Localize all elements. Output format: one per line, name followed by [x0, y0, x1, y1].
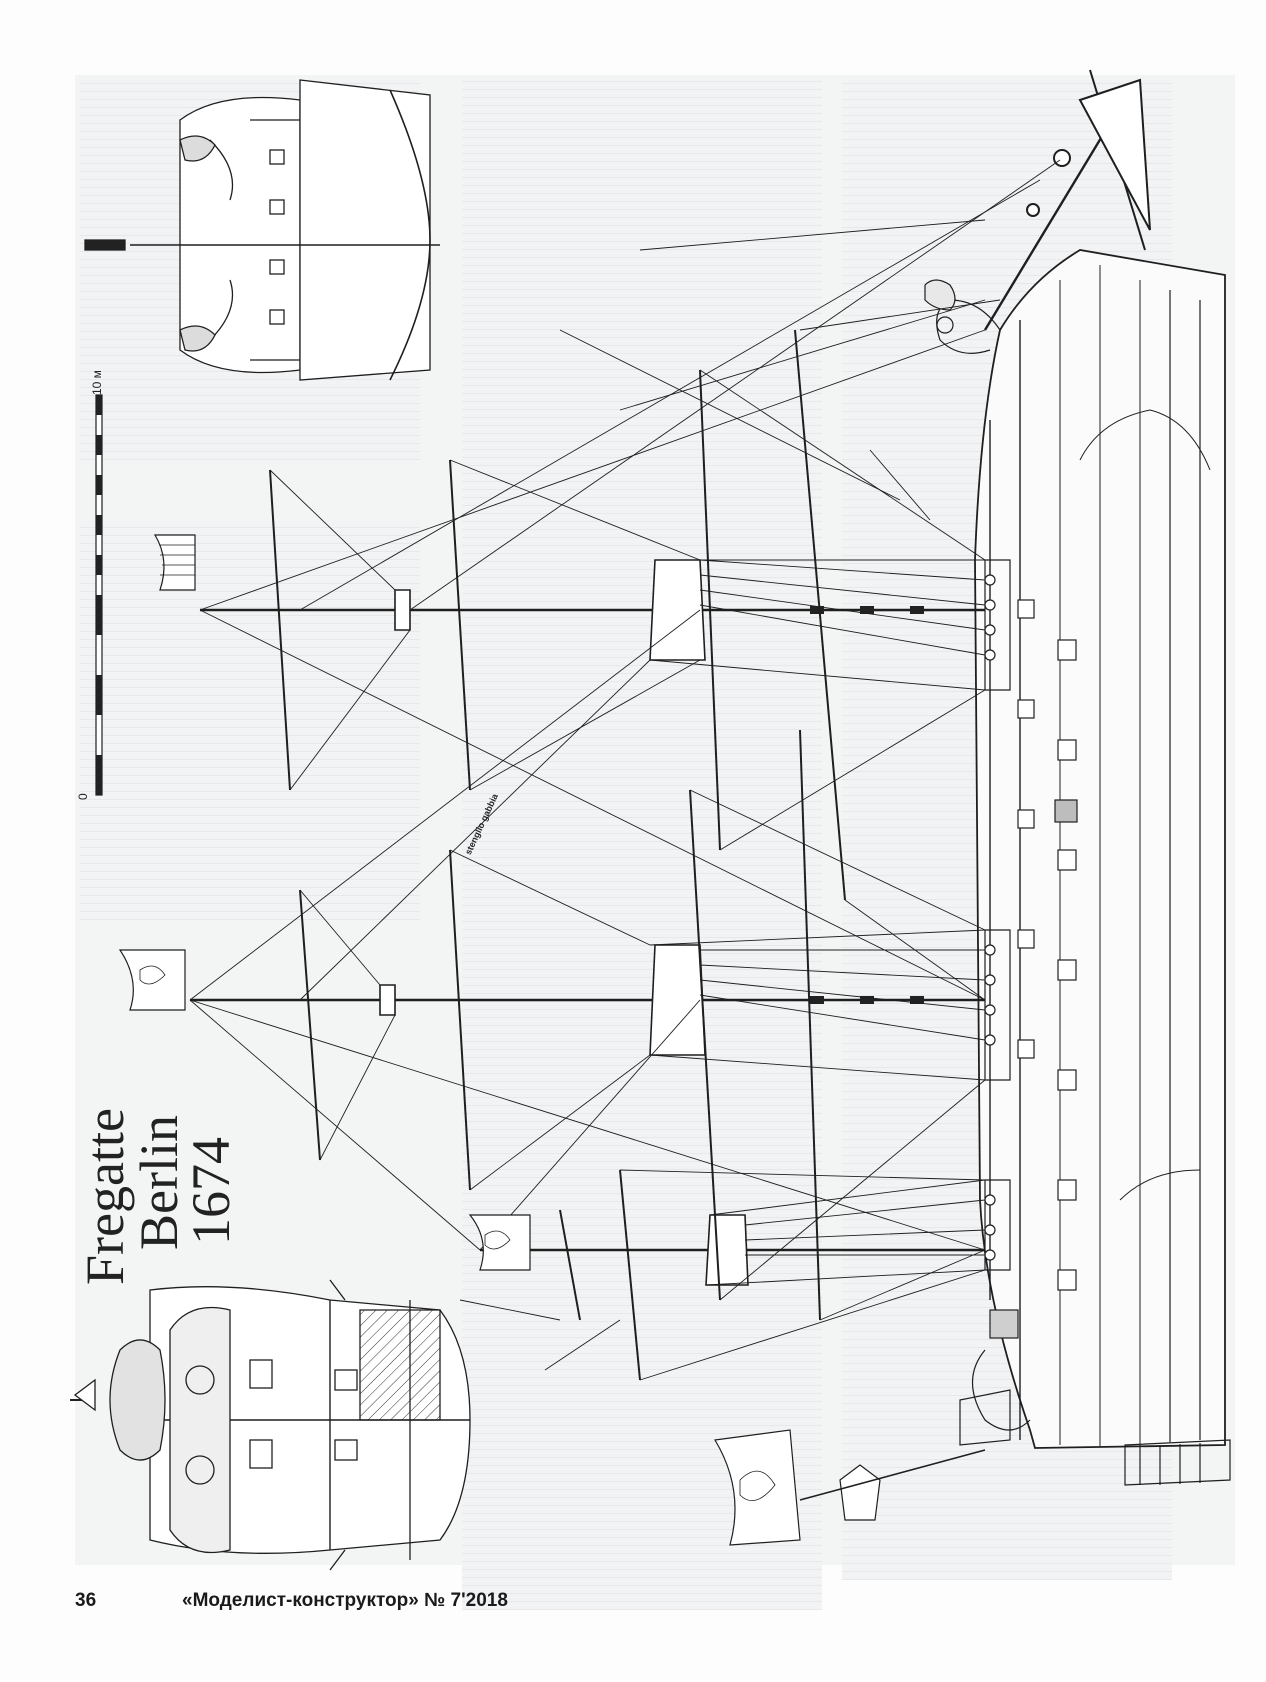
masts [190, 608, 985, 1252]
mast-tops [379, 559, 749, 1286]
text-column-middle [462, 80, 822, 1610]
magazine-title: «Моделист-конструктор» № 7'2018 [182, 1590, 508, 1611]
rigging [189, 159, 1061, 1381]
yards [269, 69, 1151, 1381]
title-line-2: Berlin [129, 1115, 189, 1250]
text-column-left-lower [80, 520, 420, 920]
flags [118, 534, 986, 1546]
title-line-3: 1674 [181, 1137, 241, 1245]
scale-label-max: 10 м [90, 370, 104, 395]
scale-bar [95, 394, 103, 796]
gunports [1017, 599, 1077, 1291]
mast-bands [810, 606, 924, 1004]
page-number: 36 [75, 1590, 97, 1611]
stern-rear-view [70, 1279, 471, 1571]
footer: 36 «Моделист-конструктор» № 7'2018 [75, 1590, 1235, 1620]
bow-front-view [84, 79, 440, 381]
title-line-1: Fregatte [75, 1108, 135, 1285]
scale-label-zero: 0 [76, 793, 90, 800]
hull-side-view [924, 249, 1231, 1486]
